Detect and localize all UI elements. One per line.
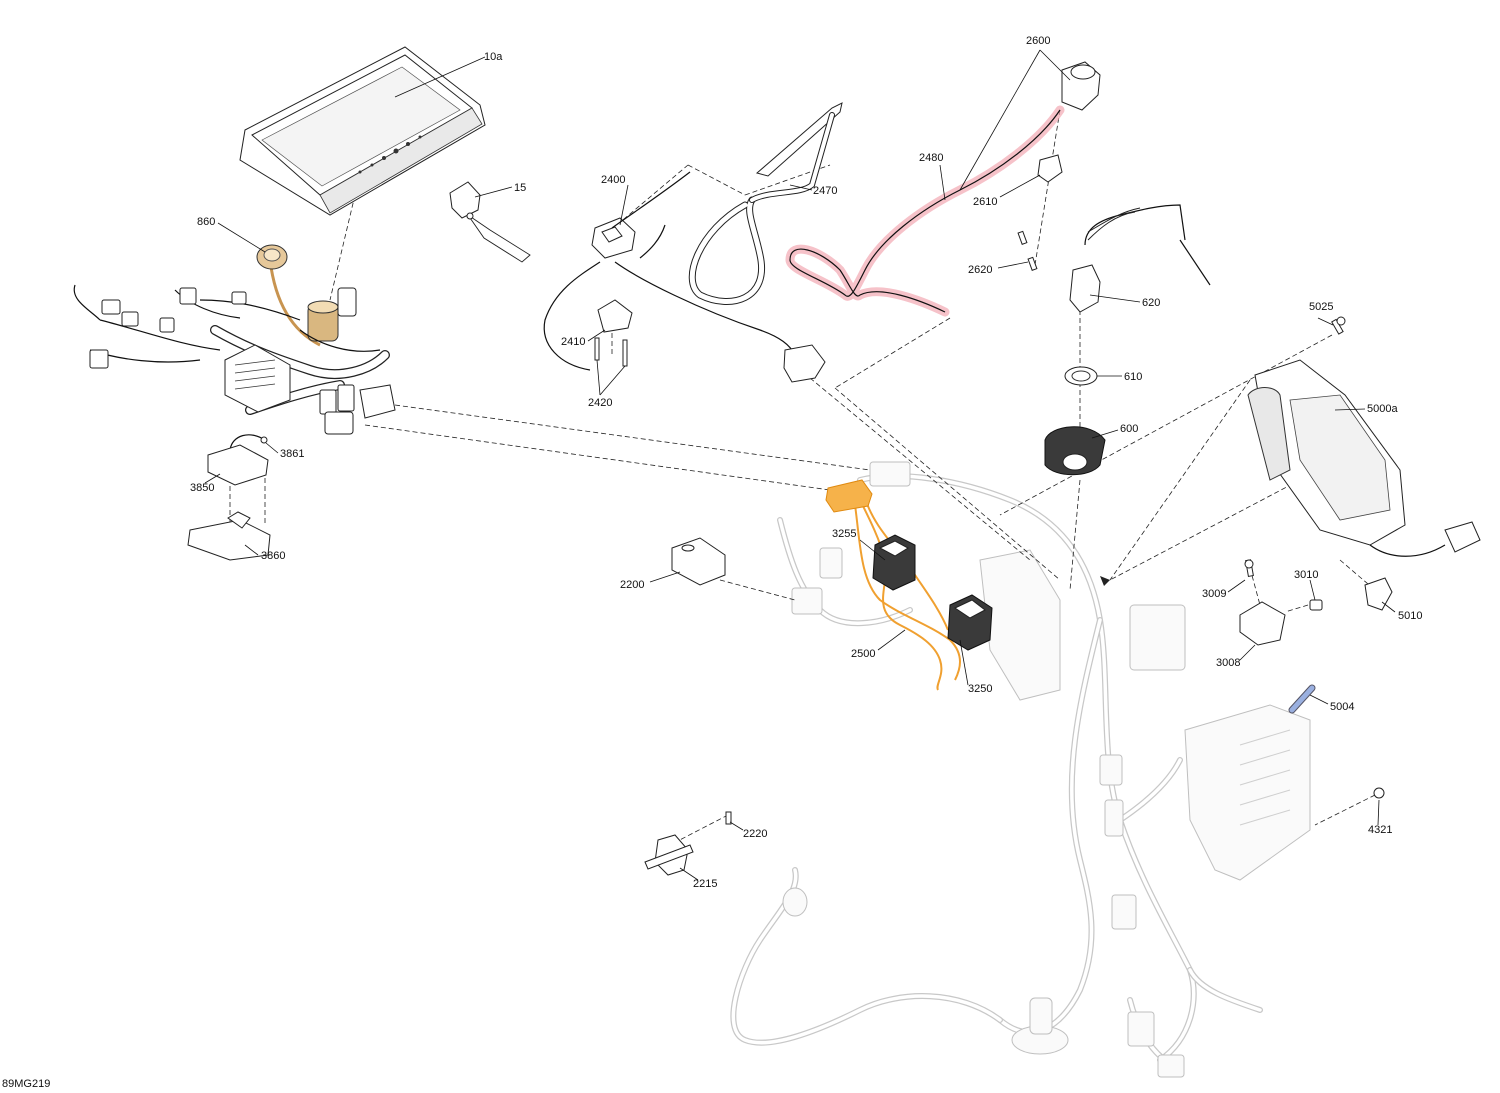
callout-3250: 3250 (968, 683, 992, 695)
harness-2500 (825, 479, 993, 691)
callout-860: 860 (197, 216, 215, 228)
callout-5025: 5025 (1309, 301, 1333, 313)
callout-2600: 2600 (1026, 35, 1050, 47)
callout-2620: 2620 (968, 264, 992, 276)
callout-5010: 5010 (1398, 610, 1422, 622)
callout-3850: 3850 (190, 482, 214, 494)
assembly-lines (229, 109, 1376, 846)
callout-2410: 2410 (561, 336, 585, 348)
callout-2220: 2220 (743, 828, 767, 840)
stud-2215 (644, 811, 732, 876)
callout-3860: 3860 (261, 550, 285, 562)
callout-2215: 2215 (693, 878, 717, 890)
callout-2610: 2610 (973, 196, 997, 208)
callout-620: 620 (1142, 297, 1160, 309)
callout-15: 15 (514, 182, 526, 194)
callout-3255: 3255 (832, 528, 856, 540)
callout-2500: 2500 (851, 648, 875, 660)
callout-2420: 2420 (588, 397, 612, 409)
display-cluster (239, 46, 486, 216)
ecu-5000a (1247, 316, 1481, 611)
left-harness (73, 244, 396, 435)
callout-2470: 2470 (813, 185, 837, 197)
callout-5004: 5004 (1330, 701, 1354, 713)
callout-3009: 3009 (1202, 588, 1226, 600)
diagram-code: 89MG219 (2, 1078, 50, 1090)
switch-group-2400 (543, 102, 843, 383)
callout-4321: 4321 (1368, 824, 1392, 836)
bracket-parts-left (187, 434, 271, 561)
bracket-3008 (1239, 559, 1323, 646)
main-harness-ghost (730, 461, 1311, 1078)
callout-2200: 2200 (620, 579, 644, 591)
callout-3861: 3861 (280, 448, 304, 460)
plug-connector-15 (449, 181, 531, 263)
nut-4321 (1373, 787, 1385, 799)
key-switch-group (1044, 204, 1211, 476)
callout-3010: 3010 (1294, 569, 1318, 581)
callout-5000a: 5000a (1367, 403, 1398, 415)
callout-labels: 10a 15 860 2400 2470 2480 2600 2610 2620… (190, 35, 1422, 890)
callout-2480: 2480 (919, 152, 943, 164)
leader-lines (204, 49, 1396, 881)
sensor-2200 (671, 537, 726, 586)
callout-600: 600 (1120, 423, 1138, 435)
callout-10a: 10a (484, 51, 503, 63)
callout-610: 610 (1124, 371, 1142, 383)
callout-2400: 2400 (601, 174, 625, 186)
fuse-5004 (1288, 684, 1316, 714)
callout-3008: 3008 (1216, 657, 1240, 669)
